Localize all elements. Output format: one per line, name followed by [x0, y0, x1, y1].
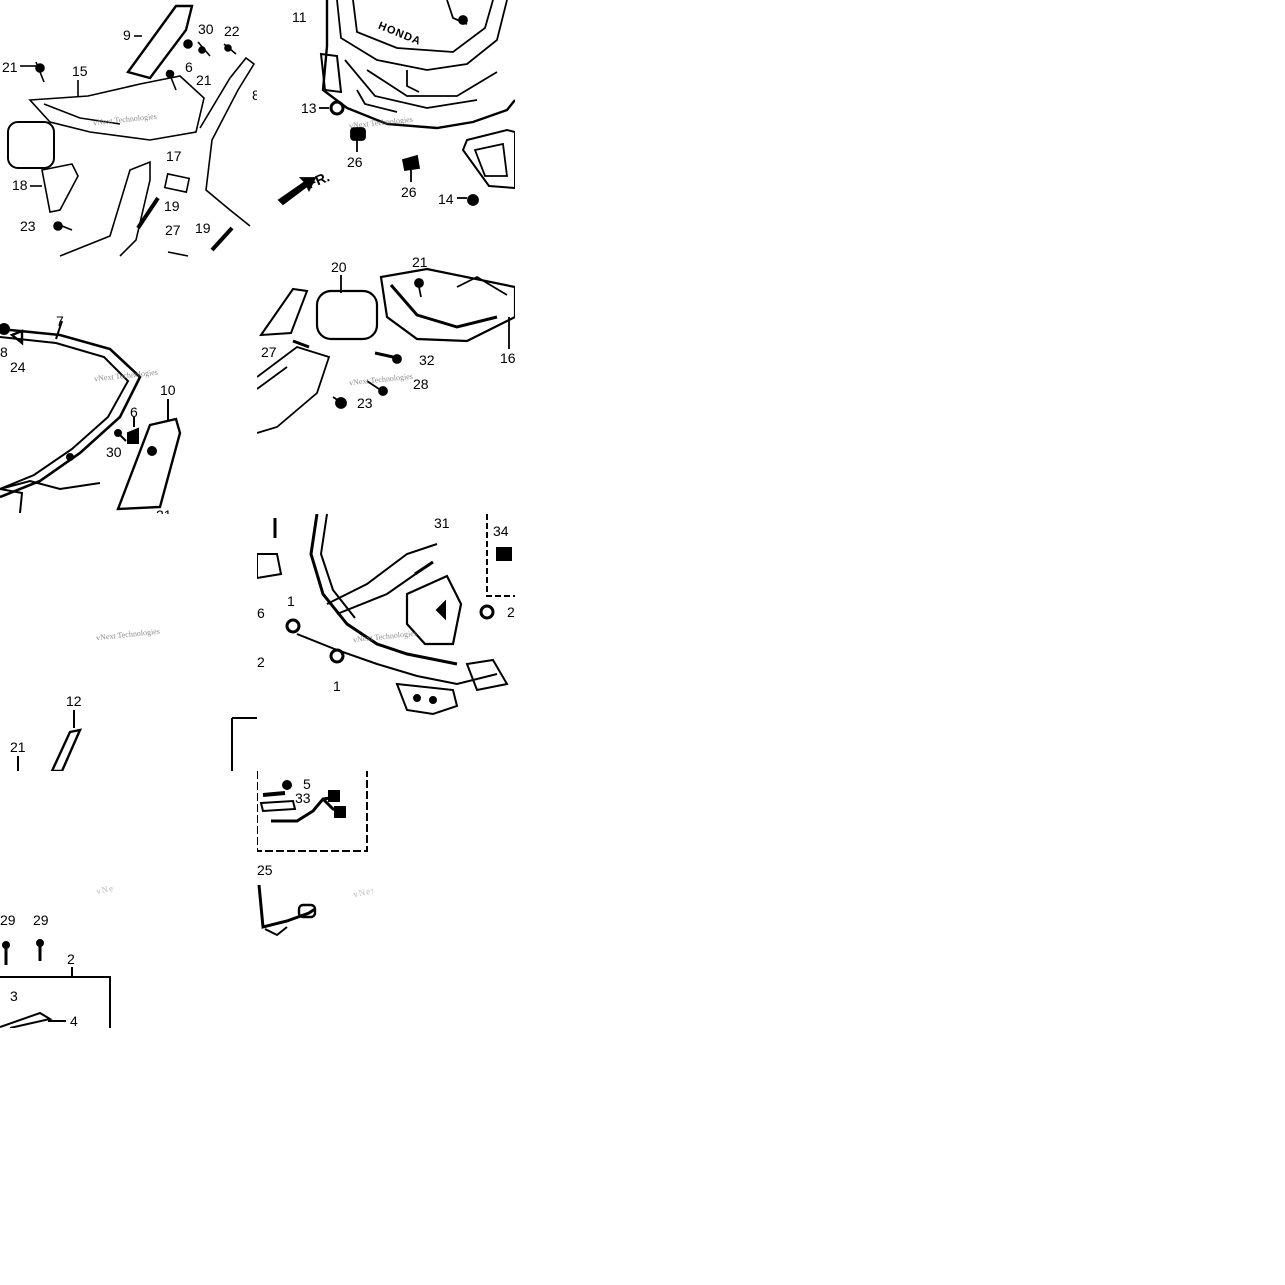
callout-23: 23	[357, 395, 373, 411]
callout-4: 4	[70, 1013, 78, 1028]
callout-21: 21	[10, 739, 26, 755]
callout-26-a: 26	[347, 154, 363, 170]
callout-10: 10	[160, 382, 176, 398]
diagram-tile-7: 12 21	[0, 680, 257, 771]
callout-21-b: 21	[196, 72, 212, 88]
mirror-right-shape	[315, 289, 379, 341]
callout-19-a: 19	[164, 198, 180, 214]
callout-6: 6	[130, 404, 138, 420]
callout-8: 8	[252, 87, 257, 103]
windscreen-outline	[0, 327, 142, 499]
part-15-shape	[28, 75, 205, 141]
callout-6: 6	[257, 605, 265, 621]
callout-34: 34	[493, 523, 509, 539]
tile-9-drawing	[0, 939, 111, 1028]
tile-2-drawing	[277, 0, 515, 206]
callout-20: 20	[331, 259, 347, 275]
diagram-tile-3: 7 8 24 6 10 30 21 vNext Technologies	[0, 257, 257, 514]
callout-2-a: 2	[507, 604, 515, 620]
tile-10-drawing	[257, 884, 317, 937]
callout-26-b: 26	[401, 184, 417, 200]
callout-15: 15	[72, 63, 88, 79]
callout-33: 33	[295, 790, 311, 806]
callout-21: 21	[156, 508, 172, 514]
callout-1-a: 1	[287, 593, 295, 609]
callout-23: 23	[20, 218, 36, 234]
tile-3-drawing	[0, 320, 182, 514]
callout-19-b: 19	[195, 220, 211, 236]
callout-28: 28	[413, 376, 429, 392]
callout-6: 6	[185, 59, 193, 75]
callout-1-b: 1	[333, 678, 341, 694]
callout-31: 31	[434, 515, 450, 531]
callout-3: 3	[10, 988, 18, 1004]
callout-29-b: 29	[33, 912, 49, 928]
tile-7-drawing	[17, 710, 257, 771]
callout-16: 16	[500, 350, 515, 366]
tile-6-drawing	[257, 514, 515, 716]
watermark-5: vNext Technologies	[95, 626, 161, 643]
callout-8: 8	[0, 344, 8, 360]
diagram-tile-1: 9 30 22 6 21 15 21 17 18 19 23 27 19 8 v…	[0, 0, 257, 257]
callout-22: 22	[224, 23, 240, 39]
diagram-tile-2: 11 13 26 26 14 FR. HONDA vNext Technolog…	[257, 0, 515, 257]
diagram-tile-10: 25 vNex	[257, 857, 373, 943]
callout-5: 5	[303, 776, 311, 792]
part-10-shape	[116, 417, 182, 511]
callout-27: 27	[165, 222, 181, 238]
tile-4-drawing	[257, 267, 515, 434]
diagram-tile-8: 5 33	[257, 771, 370, 857]
part-16-shape	[379, 267, 515, 343]
part-9-shape	[126, 4, 194, 80]
callout-30: 30	[106, 444, 122, 460]
tile-8-drawing	[257, 771, 368, 852]
mirror-shape	[7, 121, 55, 169]
callout-27: 27	[261, 344, 277, 360]
callout-18: 18	[12, 177, 28, 193]
callout-13: 13	[301, 100, 317, 116]
callout-7: 7	[56, 313, 64, 329]
callout-14: 14	[438, 191, 454, 207]
callout-12: 12	[66, 693, 82, 709]
fairing-outline	[321, 0, 515, 130]
callout-9: 9	[123, 27, 131, 43]
callout-2: 2	[67, 951, 75, 967]
callout-32: 32	[419, 352, 435, 368]
diagram-tile-9: 29 29 2 3 4 vNex	[0, 857, 113, 1028]
callout-30: 30	[198, 21, 214, 37]
diagram-tile-4: 20 21 27 32 28 23 16 vNext Technologies	[257, 257, 515, 514]
callout-29-a: 29	[0, 912, 16, 928]
tile-1-drawing	[7, 4, 256, 257]
callout-21: 21	[412, 257, 428, 270]
callout-2-b: 2	[257, 654, 265, 670]
callout-25: 25	[257, 862, 273, 878]
diagram-tile-6: 31 34 1 1 2 6 2 vNext Technologies	[257, 514, 515, 771]
callout-11: 11	[292, 9, 307, 25]
stay-tube	[309, 514, 458, 666]
callout-17: 17	[166, 148, 182, 164]
callout-21-a: 21	[2, 59, 18, 75]
callout-24: 24	[10, 359, 26, 375]
